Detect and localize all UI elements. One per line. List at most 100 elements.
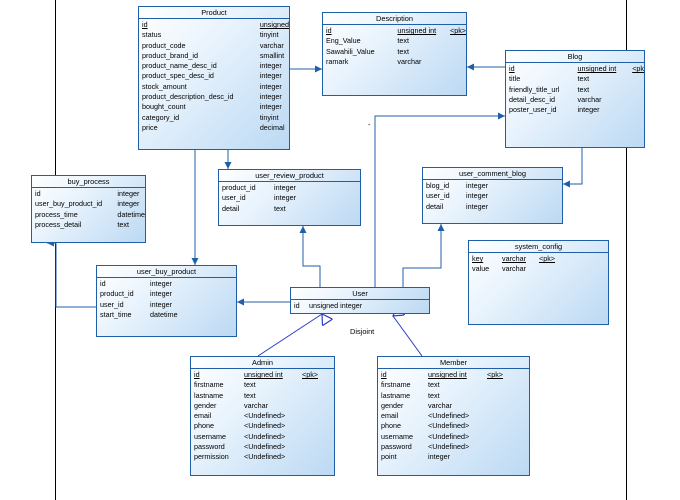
attribute-type: integer [259,71,282,81]
attribute-type: <Undefined> [244,431,286,441]
attribute-type: integer [259,102,282,112]
attribute-type: <Undefined> [428,421,470,431]
attribute-type: integer [466,191,488,201]
attribute-type: text [244,390,256,400]
attribute-type: unsigned int [428,370,467,379]
entity-title: buy_process [32,176,145,188]
attribute-type: integer [150,299,172,309]
attribute-type: varchar [577,94,602,104]
attribute-type: text [577,74,590,84]
link-user-comment [402,224,445,287]
attribute-name: blog_id [426,181,450,190]
attribute-name: ramark [326,56,349,66]
attribute-name: password [194,442,225,452]
attribute-name: password [381,442,412,452]
attribute-name: point [381,452,397,462]
attribute-row: username<Undefined> [381,432,503,442]
attribute-type: text [397,46,409,56]
attribute-name: id [294,301,300,310]
attribute-name: firstname [381,380,411,390]
attribute-name: firstname [194,380,224,390]
entity-title: Admin [191,357,334,369]
attribute-name: gender [381,400,404,410]
attribute-row: email<Undefined> [381,411,503,421]
attribute-type: tinyint [259,30,279,40]
attribute-name: process_time [35,209,78,219]
attribute-row: permission<Undefined> [194,452,318,462]
attribute-name: id [35,189,41,198]
page-border-left [55,0,56,500]
attribute-name: user_id [426,191,450,201]
entity-title: Description [323,13,466,25]
attribute-type: text [428,390,440,400]
attribute-type: smallint [259,50,285,60]
attribute-name: title [509,74,521,84]
attribute-name: user_id [222,193,246,203]
attribute-key: <pk> [539,254,555,263]
attribute-row: email<Undefined> [194,411,318,421]
attribute-name: poster_user_id [509,105,557,115]
attribute-type: <Undefined> [244,452,286,462]
attribute-row: start_time datetime [100,310,178,320]
attribute-name: product_brand_id [142,50,198,60]
attribute-type: datetime [150,309,178,319]
inherit-member-user [393,316,423,357]
attribute-type: unsigned int [244,370,283,379]
attribute-name: id [142,20,148,29]
attribute-name: phone [381,421,401,431]
link-blog-comment [563,148,583,188]
entity-title: Product [139,7,289,19]
attribute-row: username <Undefined> [194,432,318,442]
attribute-name: detail [222,203,240,213]
attribute-row: title text [509,74,644,84]
attribute-row: phone<Undefined> [194,421,318,431]
attribute-name: id [326,26,332,35]
attribute-name: start_time [100,309,132,319]
attribute-name: username [194,431,226,441]
attribute-type: integer [259,92,282,102]
attribute-type: varchar [244,400,268,410]
entity-title: Member [378,357,529,369]
entity-title: user_comment_blog [423,168,562,180]
attribute-type: <Undefined> [428,431,470,441]
attribute-name: value [472,264,490,274]
attribute-name: id [100,279,106,288]
attribute-name: email [381,411,399,421]
